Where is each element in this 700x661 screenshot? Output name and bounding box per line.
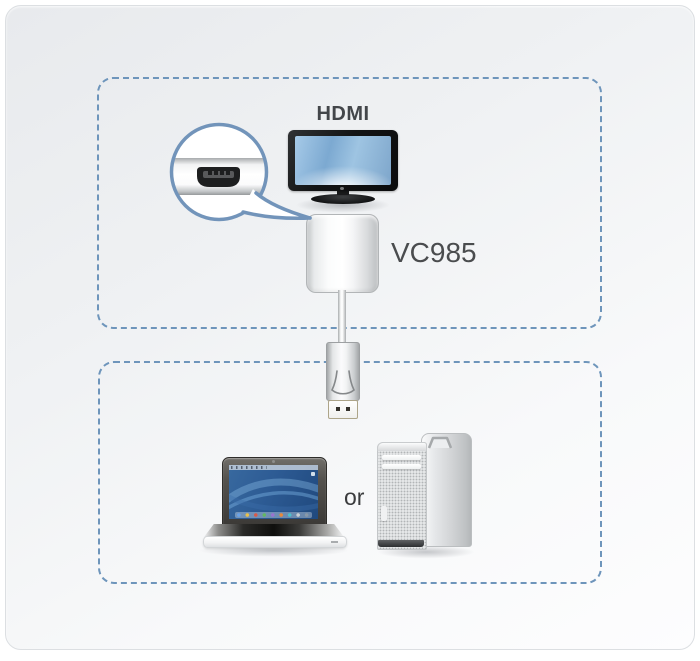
monitor-stand-base xyxy=(311,194,375,204)
tower-power-button xyxy=(381,506,387,521)
model-label: VC985 xyxy=(391,237,477,268)
laptop-desktop-icon xyxy=(311,472,315,476)
display-section-box xyxy=(97,77,602,329)
tower-pc-icon xyxy=(421,433,472,547)
callout-circle-border xyxy=(169,122,269,222)
laptop-keyboard-deck xyxy=(204,524,344,537)
laptop-menubar xyxy=(229,465,318,470)
or-label: or xyxy=(344,484,365,510)
tower-drive-slot xyxy=(382,464,421,469)
tower-handle xyxy=(427,436,453,449)
monitor-screen xyxy=(295,136,391,185)
hdmi-label: HDMI xyxy=(316,103,370,125)
laptop-webcam-dot xyxy=(272,460,275,463)
vc985-adapter-icon xyxy=(306,214,379,293)
hdmi-port-callout-icon xyxy=(169,122,312,222)
displayport-cable xyxy=(338,290,346,344)
laptop-dock xyxy=(235,512,312,518)
monitor-stand-neck xyxy=(337,189,349,195)
monitor-logo-dot xyxy=(340,187,344,190)
hdmi-port-pins xyxy=(208,171,230,175)
laptop-screen xyxy=(229,465,318,519)
tower-front-grille xyxy=(377,442,427,550)
tower-drive-slot xyxy=(382,455,421,460)
displayport-connector-icon xyxy=(326,342,360,401)
callout-tail-edge-top xyxy=(254,191,312,220)
tower-foot-strip xyxy=(378,540,424,547)
laptop-wallpaper-swirls xyxy=(229,478,318,512)
hdmi-monitor-icon xyxy=(288,130,398,191)
displayport-plug-tip xyxy=(328,400,358,419)
laptop-base xyxy=(203,536,347,548)
callout-tail-edge-bottom xyxy=(241,210,312,220)
displayport-plug-outline xyxy=(331,370,355,395)
tower-top-cap xyxy=(377,442,427,451)
